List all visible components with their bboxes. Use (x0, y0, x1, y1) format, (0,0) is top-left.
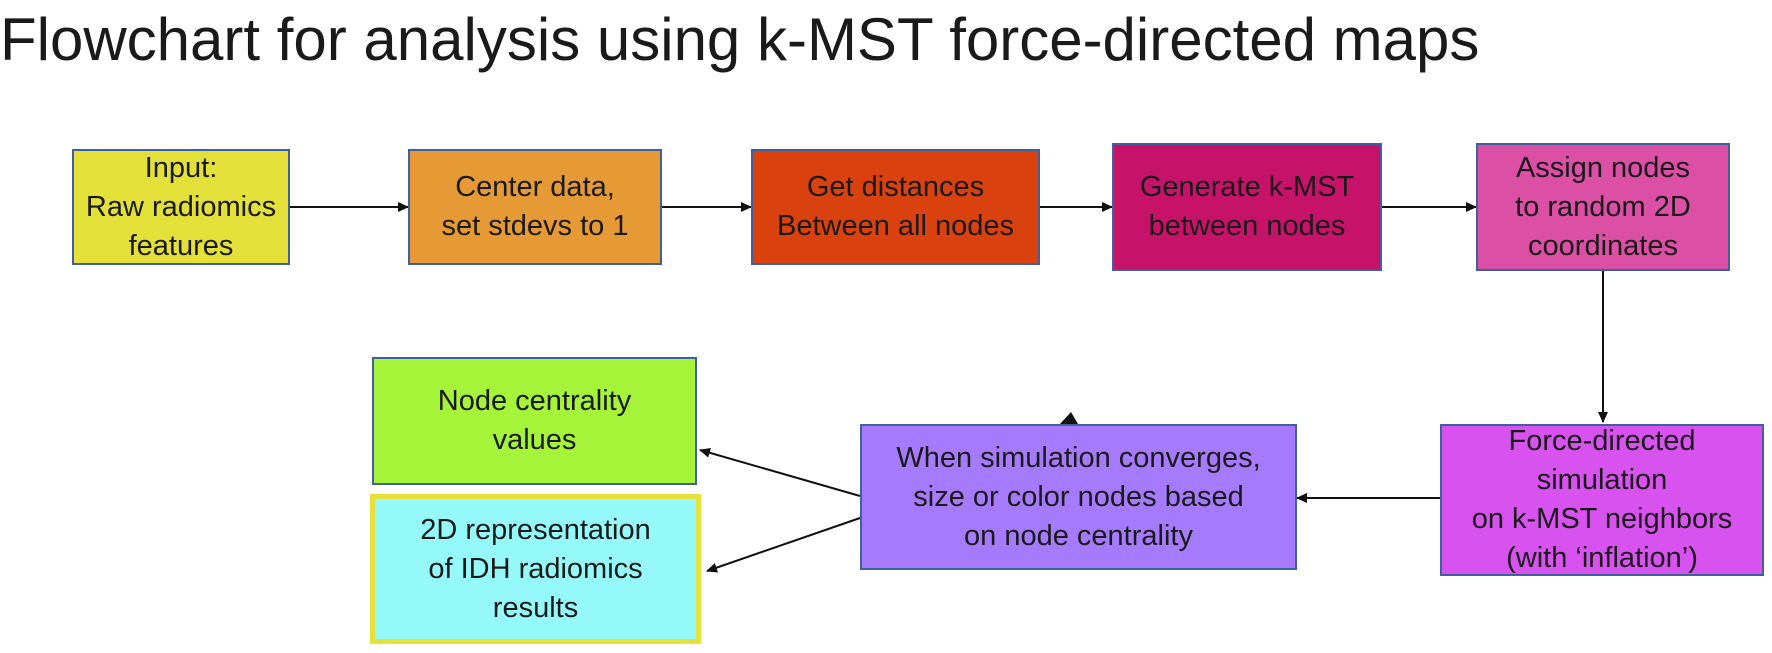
generate-kmst-node: Generate k-MST between nodes (1112, 143, 1382, 271)
node-text-line: results (492, 591, 579, 624)
node-text-line: of IDH radiomics (428, 552, 643, 585)
node-text-line: on node centrality (964, 519, 1193, 552)
node-text-line: Node centrality (437, 385, 632, 417)
node-text-line: coordinates (1528, 229, 1678, 262)
assign-nodes-node: Assign nodes to random 2D coordinates (1476, 143, 1730, 271)
convergence-node: When simulation converges, size or color … (860, 424, 1297, 570)
node-text-line: Generate k-MST (1139, 171, 1355, 203)
node-text-line: Assign nodes (1515, 151, 1691, 184)
node-text-line: 2D representation (420, 513, 651, 546)
node-text-line: between nodes (1148, 210, 1346, 242)
node-text-line: features (128, 229, 234, 262)
diagram-title: Flowchart for analysis using k-MST force… (0, 6, 1480, 73)
node-text-line: Raw radiomics (85, 190, 277, 223)
input-node: Input: Raw radiomics features (72, 149, 290, 265)
center-data-node: Center data, set stdevs to 1 (408, 149, 662, 265)
node-text-line: Center data, (455, 171, 615, 203)
node-text-line: simulation (1536, 464, 1668, 496)
node-text-line: Get distances (806, 171, 985, 203)
node-text-line: Force-directed (1508, 425, 1696, 457)
node-text-line: on k-MST neighbors (1471, 503, 1733, 535)
arrow-converge-to-centrality (699, 447, 861, 497)
stray-arrowhead (1060, 412, 1078, 424)
representation-output: 2D representation of IDH radiomics results (370, 494, 701, 644)
node-text-line: values (492, 424, 577, 456)
node-text-line: Between all nodes (777, 210, 1014, 242)
arrow-converge-to-representation (706, 517, 861, 573)
node-text-line: Input: (144, 151, 218, 184)
force-directed-simulation-node: Force-directed simulation on k-MST neighbo… (1440, 424, 1764, 576)
node-text-line: size or color nodes based (913, 480, 1244, 513)
node-text-line: set stdevs to 1 (441, 210, 629, 242)
node-centrality-output: Node centrality values (372, 357, 697, 485)
node-text-line: When simulation converges, (896, 441, 1261, 474)
node-text-line: to random 2D (1515, 190, 1691, 223)
node-text-line: (with ‘inflation’) (1506, 542, 1698, 574)
